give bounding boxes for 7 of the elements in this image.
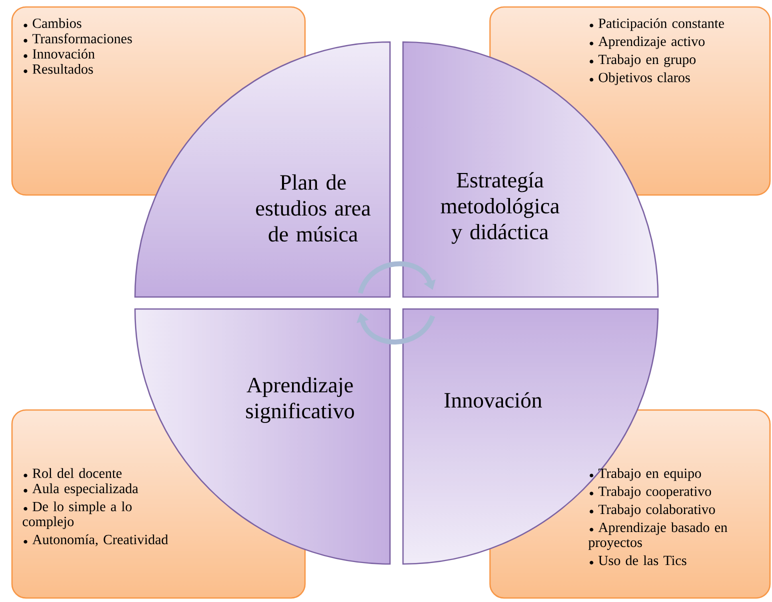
bullet-item: Innovación bbox=[24, 48, 95, 59]
bullet-item: De lo simple a lo complejo bbox=[22, 501, 132, 530]
bullet-item: Paticipación constante bbox=[590, 18, 724, 31]
bullet-item: Resultados bbox=[24, 64, 93, 74]
bullet-item: Transformaciones bbox=[24, 33, 132, 44]
bullet-item: Cambios bbox=[24, 18, 82, 28]
bullet-item: Rol del docente bbox=[24, 468, 122, 478]
